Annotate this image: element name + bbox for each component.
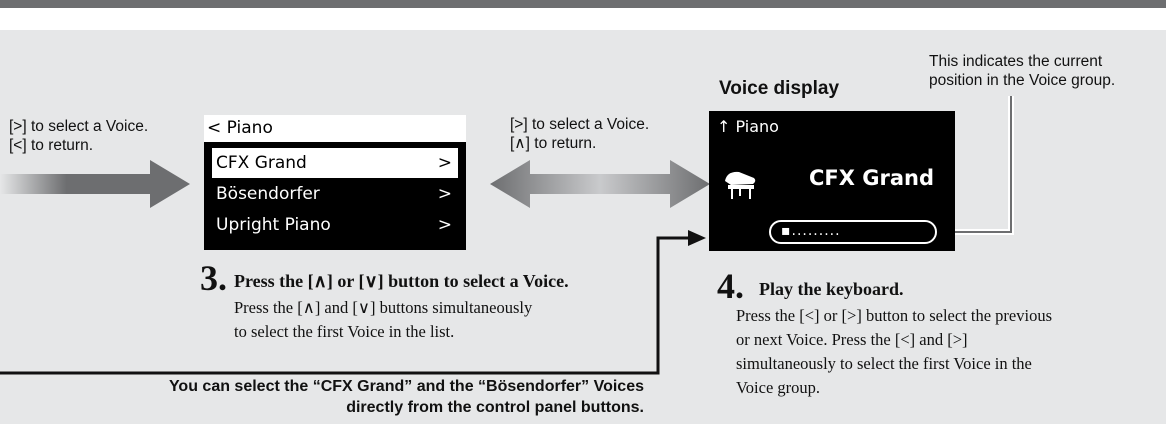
position-indicator-ring xyxy=(769,220,937,244)
voice-display-screen: ↑ Piano CFX Grand ▪......... xyxy=(709,111,955,251)
position-indicator: ▪......... xyxy=(781,223,841,239)
note-connector-line xyxy=(0,236,690,375)
voice-display-title: Voice display xyxy=(719,78,840,99)
menu-item-bosendorfer[interactable]: Bösendorfer > xyxy=(212,179,458,209)
chevron-right-icon: > xyxy=(437,184,452,204)
voice-menu-screen: < Piano CFX Grand > Bösendorfer > Uprigh… xyxy=(204,115,466,250)
middle-hint: [>] to select a Voice. [∧] to return. xyxy=(510,116,650,152)
position-callout: This indicates the current position in t… xyxy=(929,53,1116,89)
note-connector-arrowhead xyxy=(688,230,706,246)
chevron-right-icon: > xyxy=(437,215,452,235)
voice-category: ↑ Piano xyxy=(717,117,779,136)
chevron-right-icon: > xyxy=(437,153,452,173)
menu-item-cfx-grand[interactable]: CFX Grand > xyxy=(212,148,458,178)
panel-buttons-note: You can select the “CFX Grand” and the “… xyxy=(168,378,644,416)
step-3-body: Press the [∧] and [∨] buttons simultaneo… xyxy=(234,298,533,341)
voice-name: CFX Grand xyxy=(809,166,935,190)
top-rule xyxy=(0,0,1166,8)
top-band xyxy=(0,8,1166,30)
step-4-body: Press the [<] or [>] button to select th… xyxy=(736,306,1052,397)
double-arrow xyxy=(490,160,710,208)
grand-piano-icon xyxy=(725,171,756,199)
menu-header: < Piano xyxy=(204,115,466,142)
left-hint: [>] to select a Voice. [<] to return. xyxy=(9,118,149,154)
arrow-to-menu xyxy=(0,160,190,208)
menu-item-upright-piano[interactable]: Upright Piano > xyxy=(212,210,458,240)
